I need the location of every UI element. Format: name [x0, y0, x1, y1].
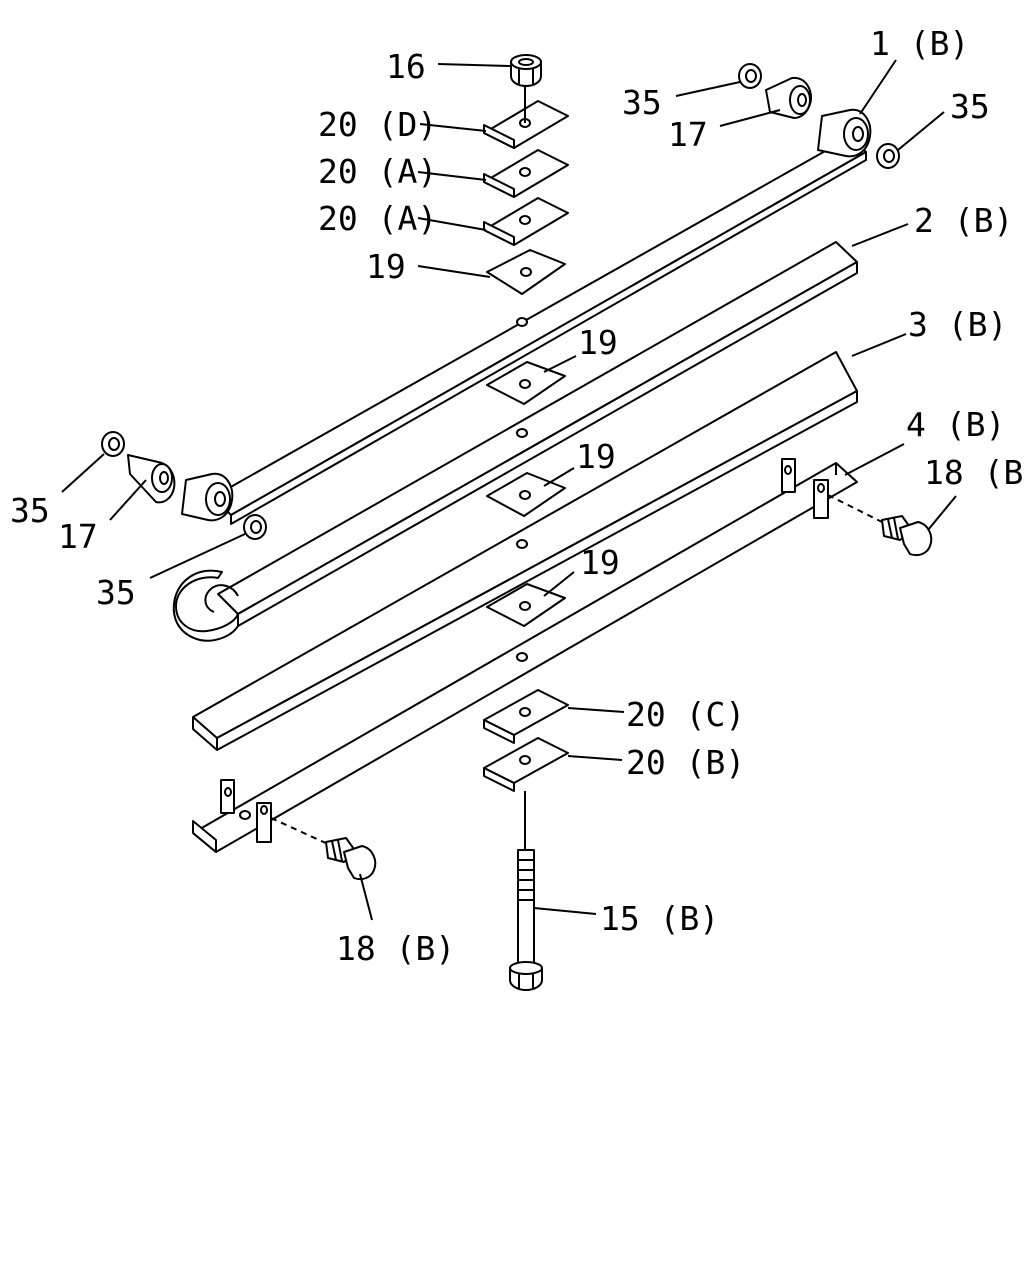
callout-20d: 20 (D) [318, 105, 437, 144]
spring-leaf-2 [172, 241, 858, 642]
callout-1b: 1 (B) [870, 24, 969, 63]
callout-17-left: 17 [58, 517, 98, 556]
spring-leaf-4 [192, 458, 858, 853]
washer-35-center-left [243, 514, 267, 540]
clip-bolt-18-right [827, 494, 933, 557]
plate-20-a-upper [483, 149, 569, 198]
callout-18b-right: 18 (B) [924, 453, 1024, 492]
spring-leaf-1 [181, 108, 872, 525]
callout-4b: 4 (B) [906, 405, 1005, 444]
callout-20b: 20 (B) [626, 743, 745, 782]
spring-leaf-3 [192, 351, 858, 751]
callout-35-top-left: 35 [622, 83, 662, 122]
bushing-17-right [765, 76, 812, 119]
callout-20a-upper: 20 (A) [318, 152, 437, 191]
pad-19-leaf2 [486, 472, 566, 517]
washer-35-top-left [738, 63, 762, 89]
callout-3b: 3 (B) [908, 305, 1007, 344]
clip-bolt-18-left [270, 817, 377, 881]
plate-20-d [483, 100, 569, 149]
center-bolt-15 [509, 791, 543, 991]
callout-17-top: 17 [668, 115, 708, 154]
callout-35-left: 35 [10, 491, 50, 530]
callout-19-leaf1: 19 [578, 323, 618, 362]
plate-20-a-lower [483, 197, 569, 246]
leader-lines [61, 59, 957, 921]
pad-19-top [486, 249, 566, 295]
pad-19-leaf1 [486, 361, 566, 405]
nut-16 [510, 54, 542, 123]
callout-2b: 2 (B) [914, 201, 1013, 240]
callout-20c: 20 (C) [626, 695, 745, 734]
callout-20a-lower: 20 (A) [318, 199, 437, 238]
washer-35-left [101, 431, 125, 457]
callout-16: 16 [386, 47, 426, 86]
washer-35-top-right [876, 143, 900, 169]
plate-20-c [483, 689, 569, 744]
callout-labels: 1 (B) 2 (B) 3 (B) 4 (B) 16 20 (D) 20 (A)… [10, 24, 1024, 968]
callout-19-top: 19 [366, 247, 406, 286]
bushing-17-left [127, 454, 176, 504]
callout-18b-left: 18 (B) [336, 929, 455, 968]
callout-15b: 15 (B) [600, 899, 719, 938]
callout-19-leaf2: 19 [576, 437, 616, 476]
plate-20-b [483, 737, 569, 792]
callout-35-top-right: 35 [950, 87, 990, 126]
callout-19-leaf3: 19 [580, 543, 620, 582]
callout-35-center-left: 35 [96, 573, 136, 612]
